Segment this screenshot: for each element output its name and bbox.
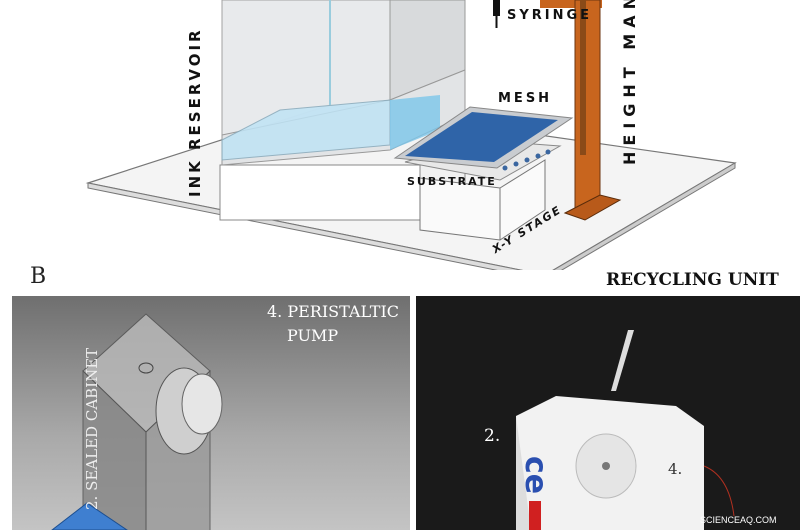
ink-reservoir-label: INK RESERVOIR <box>186 27 204 197</box>
cabinet-render <box>12 296 410 530</box>
panel-title: RECYCLING UNIT <box>606 270 779 290</box>
mesh-label: MESH <box>498 91 553 106</box>
photo-pump-label: 4. <box>668 460 683 478</box>
syringe-icon <box>493 0 500 28</box>
sealed-cabinet-label: 2. SEALED CABINET <box>83 347 101 510</box>
svg-text:ce: ce <box>518 456 553 494</box>
pump-label-line1: 4. PERISTALTIC <box>267 302 400 321</box>
pump-label-line2: PUMP <box>287 326 339 345</box>
substrate-label: SUBSTRATE <box>407 175 497 188</box>
photo-cabinet-label: 2. <box>484 426 501 446</box>
watermark: SCIENCEAQ.COM <box>700 515 777 525</box>
height-manipulator <box>540 0 622 221</box>
printer-diagram <box>85 0 737 270</box>
syringe-label: SYRINGE <box>507 8 593 23</box>
recycling-unit-photo: ce <box>416 296 800 530</box>
height-manipulator-label: HEIGHT MANIP <box>620 0 639 165</box>
xy-stage <box>419 159 546 241</box>
panel-letter: B <box>30 264 47 289</box>
